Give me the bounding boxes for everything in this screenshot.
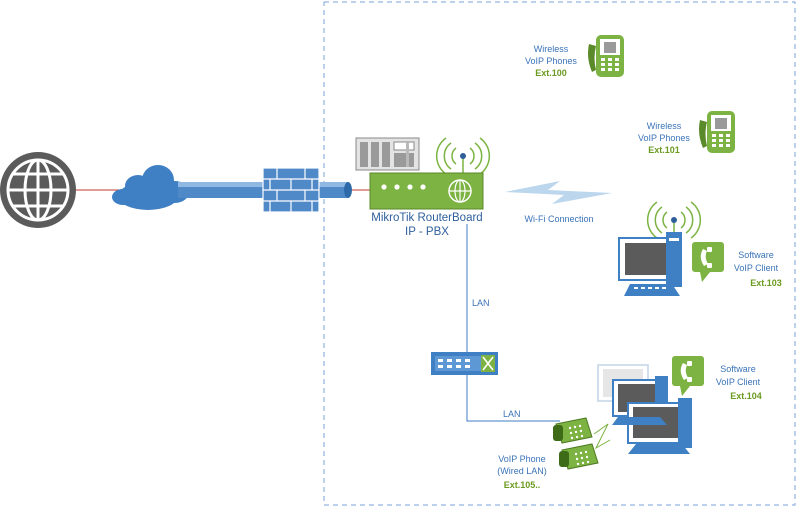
internet-globe-icon (0, 152, 76, 228)
router-role-label: IP - PBX (405, 226, 449, 238)
mikrotik-router-icon (369, 172, 484, 210)
wireless-phone-101-icon (699, 111, 735, 153)
ext100-number: Ext.100 (535, 68, 567, 78)
phone-pc-link (593, 423, 611, 450)
lan-label-upper: LAN (472, 298, 490, 308)
lan-label-lower: LAN (503, 409, 521, 419)
wired-voip-phone-icon (553, 417, 599, 470)
lan-boundary (323, 1, 796, 506)
ext104-number: Ext.104 (730, 391, 762, 401)
ext105-line1: VoIP Phone (498, 454, 546, 464)
ext101-line2: VoIP Phones (638, 133, 690, 143)
ext101-line1: Wireless (646, 121, 682, 131)
ext103-line1: Software (738, 250, 774, 260)
computer-104-group-icon (597, 364, 692, 454)
wireless-phone-100-icon (588, 35, 624, 77)
ext105-line2: (Wired LAN) (497, 466, 547, 476)
pbx-server-icon (355, 137, 420, 171)
client-103-wifi-signal-icon (646, 201, 702, 239)
firewall-icon (262, 167, 320, 213)
softphone-104-icon (672, 356, 704, 396)
ext104-line1: Software (720, 364, 756, 374)
lan-switch-icon (431, 352, 498, 375)
ext105-number: Ext.105.. (503, 480, 541, 490)
ext103-number: Ext.103 (750, 278, 782, 288)
lan-link-switch-phones (466, 375, 560, 422)
cloud-icon (112, 165, 189, 210)
ext100-line2: VoIP Phones (525, 56, 577, 66)
softphone-103-icon (692, 242, 724, 282)
router-wifi-signal-icon (435, 137, 491, 175)
ext104-line2: VoIP Client (715, 377, 761, 387)
wifi-connection-label: Wi-Fi Connection (524, 214, 594, 224)
ext100-line1: Wireless (533, 44, 569, 54)
ext103-line2: VoIP Client (733, 263, 779, 273)
ext101-number: Ext.101 (648, 145, 680, 155)
router-name-label: MikroTik RouterBoard (371, 212, 483, 224)
computer-103-icon (618, 232, 682, 296)
wifi-connection-bolt (505, 181, 612, 204)
